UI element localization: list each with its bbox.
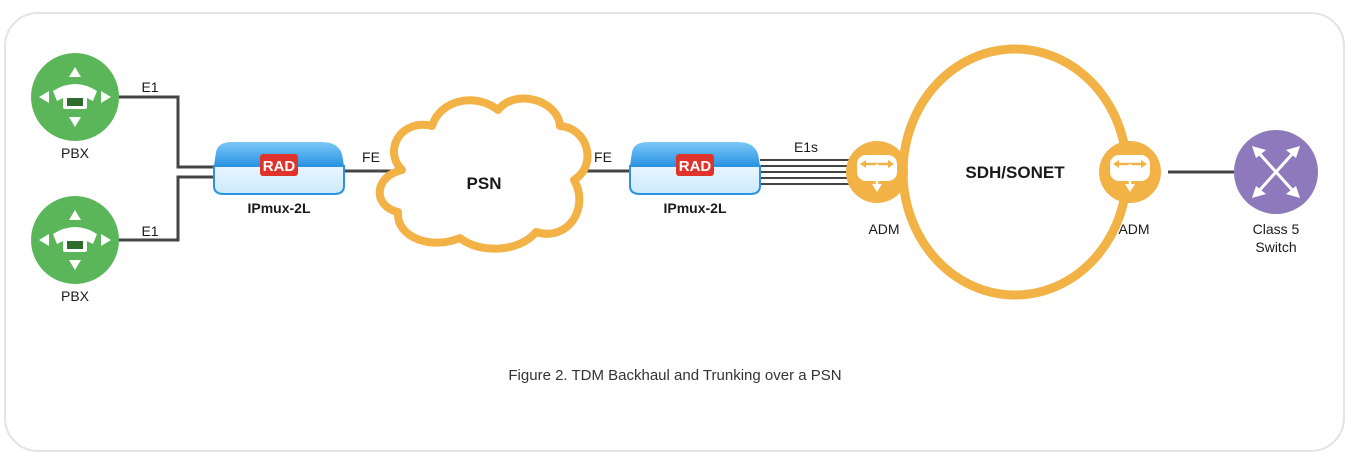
- e1-link-bottom: [110, 175, 215, 242]
- fe-label-left: FE: [362, 149, 380, 165]
- ipmux-device-right: RAD: [629, 142, 761, 195]
- ipmux-device-left: RAD: [213, 142, 345, 195]
- adm-label-left: ADM: [868, 221, 899, 237]
- rad-logo-right: RAD: [679, 158, 712, 175]
- adm-icon-left: [846, 141, 908, 203]
- rad-logo-left: RAD: [263, 158, 296, 175]
- ring-label: SDH/SONET: [965, 163, 1065, 182]
- psn-label: PSN: [467, 174, 502, 193]
- pbx-icon-top: [31, 53, 119, 141]
- adm-label-right: ADM: [1118, 221, 1149, 237]
- figure-frame: [4, 12, 1345, 452]
- e1-label-bottom: E1: [141, 223, 158, 239]
- fe-label-right: FE: [594, 149, 612, 165]
- e1s-bundle: [760, 159, 850, 185]
- pbx-label-top: PBX: [61, 145, 90, 161]
- e1-label-top: E1: [141, 79, 158, 95]
- e1-link-top: [110, 95, 215, 169]
- pbx-label-bottom: PBX: [61, 288, 90, 304]
- pbx-icon-bottom: [31, 196, 119, 284]
- e1s-label: E1s: [794, 139, 818, 155]
- figure-caption: Figure 2. TDM Backhaul and Trunking over…: [508, 367, 841, 384]
- psn-cloud: [375, 94, 592, 253]
- ipmux-label-left: IPmux-2L: [247, 200, 310, 216]
- class5-label-line2: Switch: [1255, 239, 1296, 255]
- class5-label-line1: Class 5: [1253, 221, 1300, 237]
- connection-lines: [110, 95, 1235, 242]
- adm-icon-right: [1099, 141, 1161, 203]
- ipmux-label-right: IPmux-2L: [663, 200, 726, 216]
- class5-switch-icon: [1234, 130, 1318, 214]
